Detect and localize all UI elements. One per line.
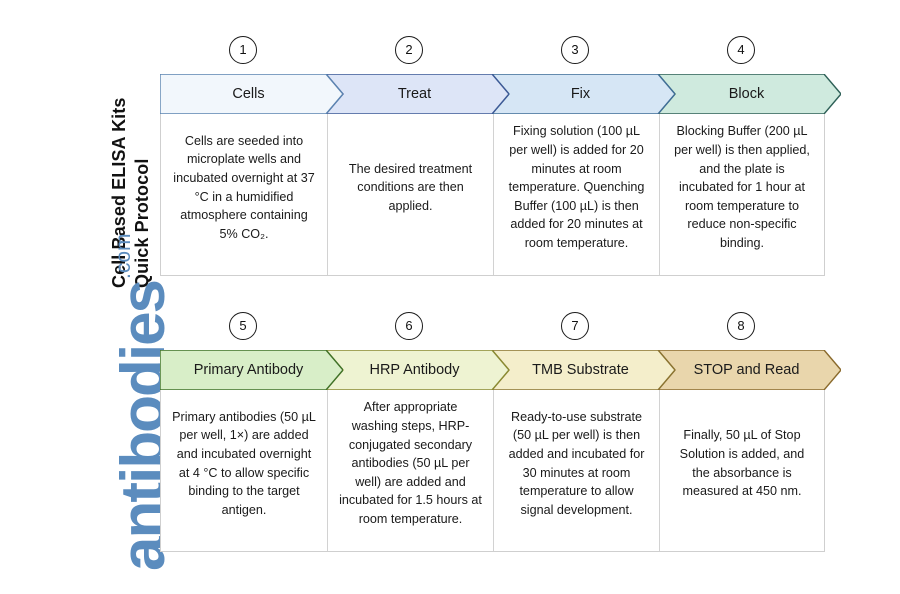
step-body-1: Cells are seeded into microplate wells a…: [161, 114, 327, 275]
chevron-shape-8: [658, 350, 841, 390]
chevron-shape-1: [160, 74, 343, 114]
step-header-2[interactable]: Treat: [326, 74, 509, 114]
step-header-5[interactable]: Primary Antibody: [160, 350, 343, 390]
body-strip-2: Primary antibodies (50 µL per well, 1×) …: [160, 390, 825, 552]
step-number-1: 1: [229, 36, 257, 64]
chevron-strip-2: Primary Antibody HRP Antibody TMB Substrat…: [160, 350, 842, 390]
brand-logo: antibodies.com: [0, 233, 178, 580]
step-header-6[interactable]: HRP Antibody: [326, 350, 509, 390]
step-label-4: Block: [728, 86, 765, 102]
chevron-strip-1: Cells Treat Fix Block: [160, 74, 842, 114]
step-label-6: HRP Antibody: [369, 362, 460, 378]
step-number-2: 2: [395, 36, 423, 64]
body-strip-1: Cells are seeded into microplate wells a…: [160, 114, 825, 276]
step-body-7: Ready-to-use substrate (50 µL per well) …: [493, 390, 659, 551]
step-body-text-6: After appropriate washing steps, HRP-con…: [339, 400, 482, 527]
step-number-6: 6: [395, 312, 423, 340]
step-label-5: Primary Antibody: [193, 362, 304, 378]
step-number-strip-2: 5 6 7 8: [160, 312, 842, 350]
step-label-2: Treat: [397, 86, 432, 102]
step-number-7: 7: [561, 312, 589, 340]
logo-tld: .com: [112, 233, 135, 279]
step-header-7[interactable]: TMB Substrate: [492, 350, 675, 390]
step-label-8: STOP and Read: [693, 362, 800, 378]
step-label-1: Cells: [232, 86, 265, 102]
step-body-text-4: Blocking Buffer (200 µL per well) is the…: [674, 124, 810, 251]
protocol-row-2: 5 6 7 8 Primary Antibody HRP Antibody TMB Sub…: [160, 312, 842, 552]
step-body-text-1: Cells are seeded into microplate wells a…: [173, 133, 315, 241]
step-header-4[interactable]: Block: [658, 74, 841, 114]
chevron-shape-3: [492, 74, 675, 114]
chevron-shape-2: [326, 74, 509, 114]
step-body-8: Finally, 50 µL of Stop Solution is added…: [659, 390, 824, 551]
step-body-text-5: Primary antibodies (50 µL per well, 1×) …: [172, 409, 316, 517]
step-body-text-2: The desired treatment conditions are the…: [348, 161, 473, 213]
step-header-8[interactable]: STOP and Read: [658, 350, 841, 390]
chevron-shape-6: [326, 350, 509, 390]
step-body-text-8: Finally, 50 µL of Stop Solution is added…: [679, 428, 805, 499]
step-body-3: Fixing solution (100 µL per well) is add…: [493, 114, 659, 275]
step-body-text-7: Ready-to-use substrate (50 µL per well) …: [508, 409, 645, 517]
step-body-5: Primary antibodies (50 µL per well, 1×) …: [161, 390, 327, 551]
step-body-text-3: Fixing solution (100 µL per well) is add…: [508, 124, 645, 251]
step-header-3[interactable]: Fix: [492, 74, 675, 114]
step-body-6: After appropriate washing steps, HRP-con…: [327, 390, 493, 551]
step-header-1[interactable]: Cells: [160, 74, 343, 114]
step-label-3: Fix: [570, 86, 591, 102]
step-body-4: Blocking Buffer (200 µL per well) is the…: [659, 114, 824, 275]
step-number-5: 5: [229, 312, 257, 340]
step-body-2: The desired treatment conditions are the…: [327, 114, 493, 275]
chevron-shape-7: [492, 350, 675, 390]
chevron-shape-5: [160, 350, 343, 390]
chevron-shape-4: [658, 74, 841, 114]
step-number-strip-1: 1 2 3 4: [160, 36, 842, 74]
step-number-3: 3: [561, 36, 589, 64]
step-number-4: 4: [727, 36, 755, 64]
step-number-8: 8: [727, 312, 755, 340]
step-label-7: TMB Substrate: [532, 362, 629, 378]
protocol-row-1: 1 2 3 4 Cells Treat Fix Block Cells are seeded…: [160, 36, 842, 276]
